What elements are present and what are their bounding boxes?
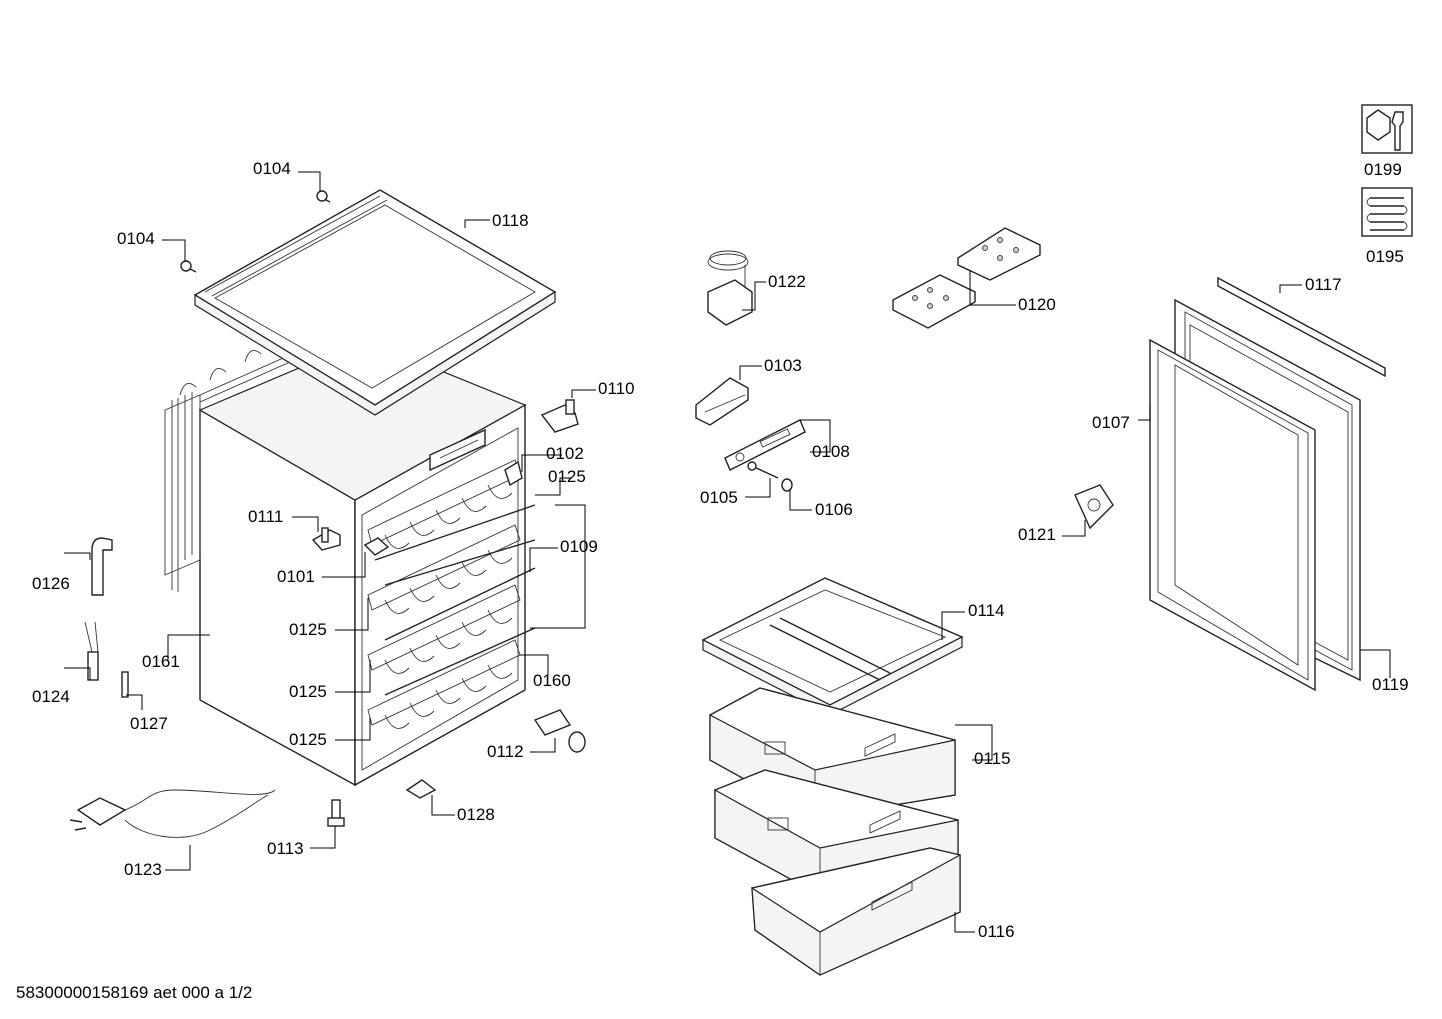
screw-0104-top bbox=[316, 190, 331, 203]
label-0114: 0114 bbox=[968, 601, 1005, 620]
leader-lines bbox=[64, 171, 1391, 933]
label-0111: 0111 bbox=[248, 507, 283, 526]
label-0160: 0160 bbox=[533, 671, 571, 690]
label-0116: 0116 bbox=[978, 922, 1015, 941]
label-0107: 0107 bbox=[1092, 413, 1130, 432]
label-0119: 0119 bbox=[1372, 675, 1409, 694]
label-0124: 0124 bbox=[32, 687, 70, 706]
label-0106: 0106 bbox=[815, 500, 853, 519]
power-cord-0123 bbox=[69, 789, 276, 838]
hinge-0111 bbox=[311, 527, 341, 551]
label-0103: 0103 bbox=[764, 356, 802, 375]
cold-packs-0120 bbox=[892, 227, 1041, 329]
coil-spring-icon bbox=[1361, 187, 1413, 237]
knob-0106 bbox=[781, 478, 793, 492]
label-0125-second: 0125 bbox=[289, 620, 327, 639]
label-0109: 0109 bbox=[560, 537, 598, 556]
glass-shelf-0114 bbox=[701, 577, 964, 716]
label-0117: 0117 bbox=[1305, 275, 1342, 294]
label-0101: 0101 bbox=[277, 567, 315, 586]
tool-hex-wrench-icon bbox=[1361, 104, 1413, 154]
part-0128 bbox=[405, 779, 437, 799]
document-footer-id: 58300000158169 aet 000 a 1/2 bbox=[16, 983, 252, 1002]
drawer-0116 bbox=[751, 847, 961, 976]
label-0199: 0199 bbox=[1364, 160, 1402, 179]
label-0126: 0126 bbox=[32, 574, 70, 593]
label-0128: 0128 bbox=[457, 805, 495, 824]
label-0121: 0121 bbox=[1018, 525, 1056, 544]
label-0110: 0110 bbox=[598, 379, 635, 398]
bracket-0121 bbox=[1074, 484, 1114, 530]
label-0195: 0195 bbox=[1366, 247, 1404, 266]
door-gasket-0107 bbox=[1149, 338, 1316, 692]
label-0125-bottom: 0125 bbox=[289, 730, 327, 749]
label-0113: 0113 bbox=[267, 839, 304, 858]
screw-0105 bbox=[747, 461, 779, 479]
top-cover bbox=[193, 189, 557, 416]
label-0104-left: 0104 bbox=[117, 229, 155, 248]
label-0108: 0108 bbox=[812, 442, 850, 461]
drain-elbow-0126 bbox=[91, 537, 113, 596]
door-strip-0117 bbox=[1217, 276, 1386, 378]
label-0118: 0118 bbox=[492, 211, 529, 230]
label-0120: 0120 bbox=[1018, 295, 1056, 314]
label-0105: 0105 bbox=[700, 488, 738, 507]
part-0101 bbox=[363, 537, 390, 556]
label-0125-top: 0125 bbox=[548, 467, 586, 486]
label-0112: 0112 bbox=[487, 742, 524, 761]
control-housing-0103 bbox=[695, 377, 749, 426]
sensor-0124 bbox=[84, 621, 99, 681]
thermostat-0122 bbox=[707, 250, 753, 326]
label-0115: 0115 bbox=[974, 749, 1011, 768]
label-0123: 0123 bbox=[124, 860, 162, 879]
adjustable-foot-0113 bbox=[327, 799, 345, 827]
cabinet-body bbox=[164, 339, 527, 787]
label-0127: 0127 bbox=[130, 714, 168, 733]
panel-0108 bbox=[724, 419, 806, 471]
label-0122: 0122 bbox=[768, 272, 806, 291]
hinge-0102 bbox=[504, 460, 523, 487]
condenser-coil bbox=[164, 349, 291, 592]
hinge-0110 bbox=[540, 399, 579, 433]
screw-0104-left bbox=[180, 260, 197, 273]
label-0161: 0161 bbox=[142, 652, 180, 671]
pin-0127 bbox=[121, 671, 129, 698]
label-0104-top: 0104 bbox=[253, 159, 291, 178]
part-labels: 0104 0104 0118 0122 0120 0117 0199 0195 … bbox=[32, 159, 1409, 941]
label-0125-third: 0125 bbox=[289, 682, 327, 701]
label-0102: 0102 bbox=[546, 444, 584, 463]
bottom-hinge-0112 bbox=[533, 709, 586, 753]
